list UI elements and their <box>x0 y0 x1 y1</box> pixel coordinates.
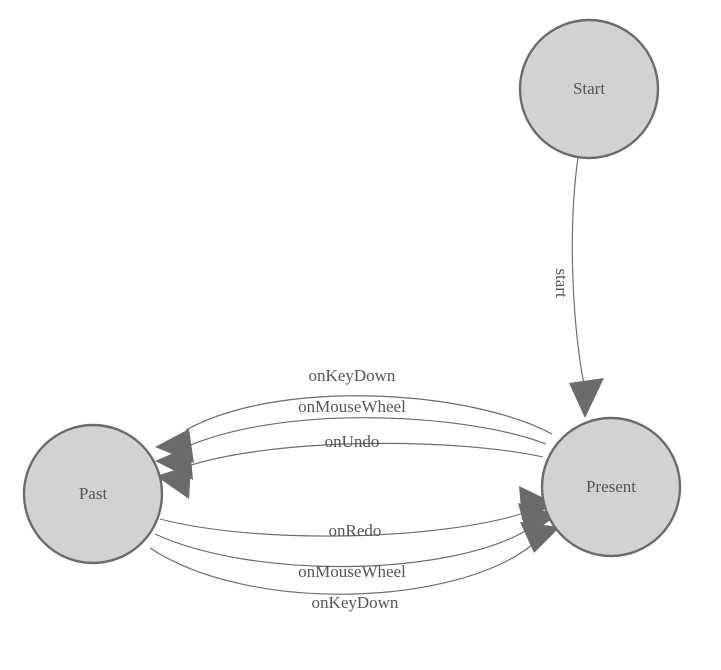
edge-past-to-present-onmousewheel[interactable]: onMouseWheel <box>154 503 558 581</box>
edge-past-to-present-onredo-path <box>159 512 525 537</box>
edge-start-to-present-path <box>571 156 585 386</box>
node-past-label: Past <box>79 484 108 503</box>
edge-present-to-past-onundo-path <box>187 442 544 467</box>
edge-present-to-past-onkeydown-path <box>185 395 553 435</box>
edge-label-onmousewheel-undo: onMouseWheel <box>298 397 406 416</box>
edge-label-onmousewheel-redo: onMouseWheel <box>298 562 406 581</box>
edge-past-to-present-onkeydown-path <box>149 544 533 595</box>
edge-start-to-present[interactable]: start <box>552 156 604 418</box>
node-past[interactable]: Past <box>22 423 164 565</box>
edge-label-onundo: onUndo <box>325 432 380 451</box>
node-start[interactable]: Start <box>518 18 660 160</box>
node-past-circle <box>22 423 164 565</box>
edge-past-to-present-onmousewheel-path <box>154 529 528 568</box>
edge-label-onredo: onRedo <box>329 521 382 540</box>
edge-present-to-past-onundo-arrowhead <box>156 465 191 499</box>
node-start-label: Start <box>573 79 605 98</box>
edge-past-to-present-onkeydown-arrowhead <box>520 522 560 553</box>
edge-label-start: start <box>552 268 571 298</box>
edge-present-to-past-onundo[interactable]: onUndo <box>156 432 544 499</box>
node-present[interactable]: Present <box>540 416 682 558</box>
edge-label-onkeydown-redo: onKeyDown <box>312 593 399 612</box>
edge-start-to-present-arrowhead <box>569 378 604 418</box>
edge-present-to-past-onmousewheel-path <box>185 417 547 448</box>
edge-past-to-present-onkeydown[interactable]: onKeyDown <box>149 522 560 612</box>
edge-past-to-present-onredo[interactable]: onRedo <box>159 486 556 540</box>
edge-label-onkeydown-undo: onKeyDown <box>309 366 396 385</box>
node-present-label: Present <box>586 477 636 496</box>
node-present-circle <box>540 416 682 558</box>
node-start-circle <box>518 18 660 160</box>
